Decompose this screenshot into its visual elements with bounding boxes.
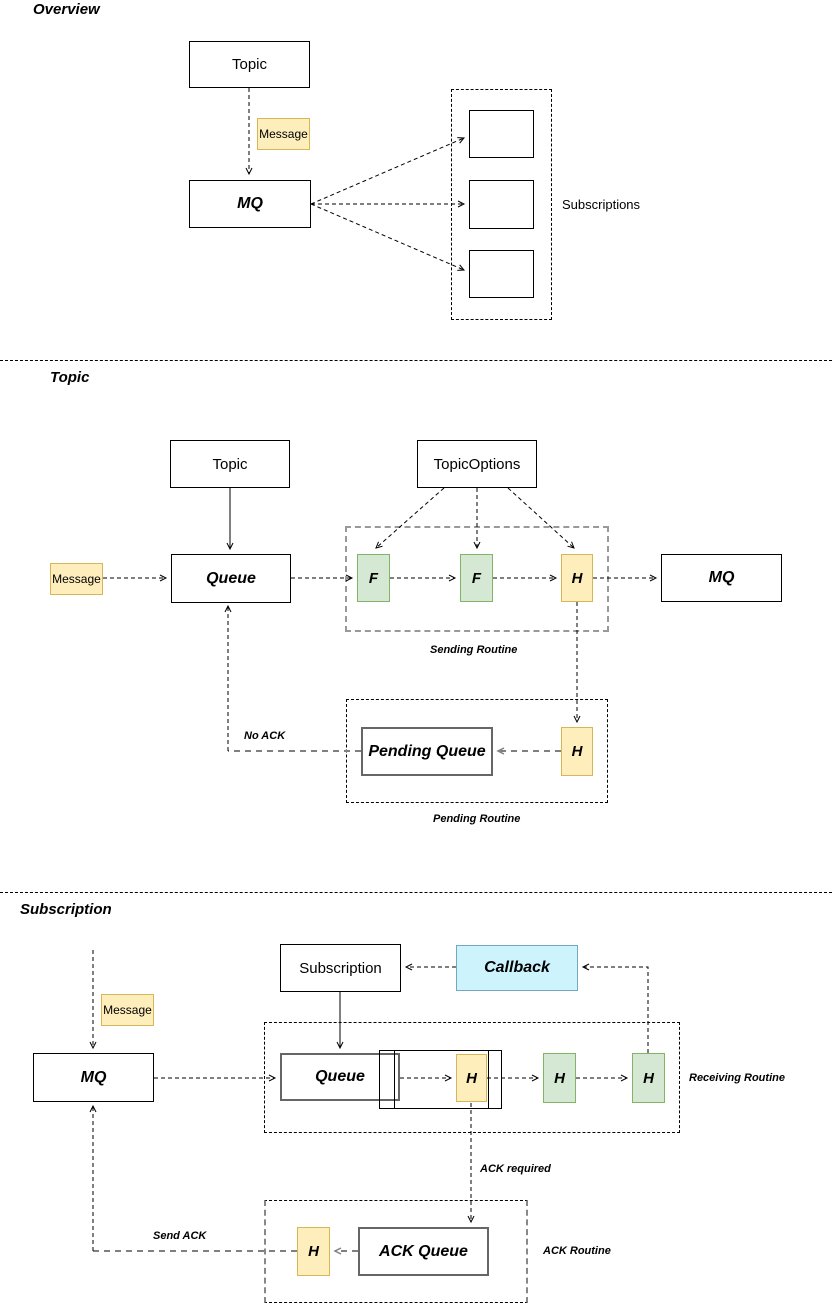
topic-topic-box: Topic — [170, 440, 290, 488]
ack-routine-label: ACK Routine — [543, 1245, 611, 1257]
overview-subscription-box-1 — [469, 110, 534, 158]
topic-filter2-box: F — [460, 554, 493, 602]
topic-section-title: Topic — [50, 369, 90, 386]
topic-queue-box: Queue — [171, 554, 291, 603]
overview-message-note: Message — [257, 118, 310, 150]
subscription-queue-box: Queue — [280, 1053, 400, 1101]
ack-required-label: ACK required — [480, 1163, 551, 1175]
subscription-message-note: Message — [101, 994, 154, 1026]
overview-subscription-box-2 — [469, 180, 534, 229]
subscription-mq-box: MQ — [33, 1053, 154, 1102]
send-ack-label: Send ACK — [153, 1230, 207, 1242]
subscription-handler1-box: H — [456, 1054, 487, 1102]
pending-queue-box: Pending Queue — [361, 727, 493, 776]
overview-mq-box: MQ — [189, 180, 311, 228]
overview-section-title: Overview — [33, 1, 100, 18]
callback-box: Callback — [456, 945, 578, 991]
subscription-subscription-box: Subscription — [280, 944, 401, 992]
subscription-handler3-box: H — [632, 1053, 665, 1103]
topic-options-box: TopicOptions — [417, 440, 537, 488]
receiving-routine-label: Receiving Routine — [689, 1072, 785, 1084]
subscriptions-label: Subscriptions — [562, 197, 641, 212]
sending-routine-label: Sending Routine — [430, 644, 518, 656]
queue-process-frame — [379, 1050, 502, 1109]
topic-handler-pending-box: H — [561, 727, 593, 776]
subscription-handler2-box: H — [543, 1053, 576, 1103]
topic-mq-box: MQ — [661, 554, 782, 602]
topic-message-note: Message — [50, 563, 103, 595]
section-divider-topic — [0, 360, 832, 361]
overview-topic-box: Topic — [189, 41, 310, 88]
no-ack-label: No ACK — [244, 730, 286, 742]
pending-routine-label: Pending Routine — [433, 813, 521, 825]
subscription-section-title: Subscription — [20, 901, 112, 918]
process-frame-right-line — [488, 1051, 489, 1108]
overview-subscription-box-3 — [469, 250, 534, 298]
topic-filter1-box: F — [357, 554, 390, 602]
ack-queue-box: ACK Queue — [358, 1227, 489, 1276]
process-frame-left-line — [394, 1051, 395, 1108]
section-divider-subscription — [0, 892, 832, 893]
topic-handler-send-box: H — [561, 554, 593, 602]
ack-handler-box: H — [297, 1227, 330, 1276]
